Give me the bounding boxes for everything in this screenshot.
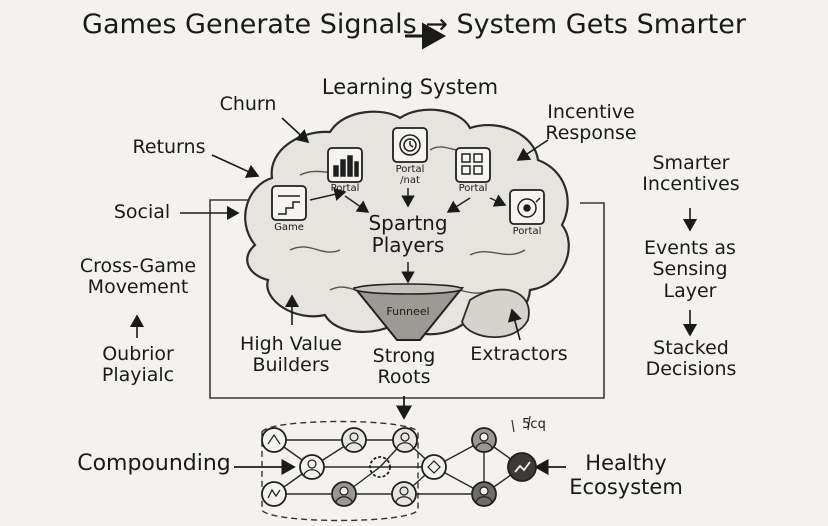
node — [391, 481, 417, 507]
feedback-loop-frame — [209, 199, 605, 399]
social-label: Social — [113, 201, 171, 223]
churn-label: Churn — [219, 93, 277, 115]
extractors-arrow — [507, 308, 522, 341]
node — [369, 456, 391, 478]
returns-arrow — [211, 154, 260, 178]
card-portal-3-label: Portal — [458, 183, 488, 194]
grid-icon — [461, 153, 483, 175]
node — [392, 427, 418, 453]
funnel-label: Funneel — [386, 305, 430, 318]
network-dashed-box — [261, 420, 419, 522]
card-game — [271, 185, 307, 221]
card-portal-1-label: Portal — [330, 183, 360, 194]
bar-chart-icon — [333, 155, 359, 177]
learning-system-heading: Learning System — [321, 75, 499, 99]
returns-label: Returns — [132, 136, 206, 158]
extractors-label: Extractors — [470, 343, 568, 365]
staircase-chart-icon — [278, 195, 300, 215]
churn-arrow — [281, 117, 310, 144]
card-game-label: Game — [274, 222, 304, 233]
node — [261, 427, 287, 453]
scribble-label: 5cq — [522, 417, 546, 432]
card-portal-3 — [455, 147, 491, 183]
gear-clock-icon — [399, 134, 421, 156]
node — [421, 454, 447, 480]
card-portal-4-label: Portal — [512, 226, 542, 237]
settings-eye-icon — [517, 197, 541, 218]
node — [341, 427, 367, 453]
compounding-label: Compounding — [77, 451, 231, 476]
brain-cerebellum — [461, 288, 530, 339]
card-portal-2-label: Portal/nat — [395, 164, 425, 187]
incentive-arrow — [516, 139, 549, 161]
node — [299, 454, 325, 480]
